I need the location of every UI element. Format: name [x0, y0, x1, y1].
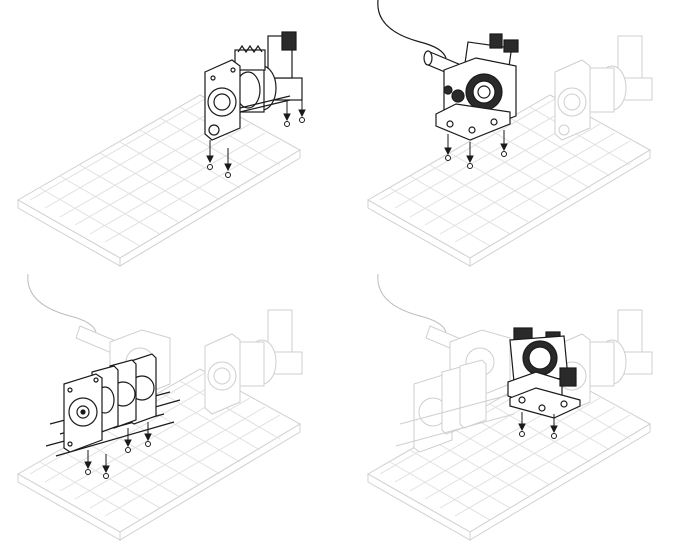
step-4-panel [350, 274, 700, 548]
step-3-panel [0, 274, 350, 548]
breadboard-plate [366, 368, 652, 541]
breadboard-plate [16, 94, 302, 267]
step-1-illustration [16, 31, 306, 267]
mounting-screws [444, 130, 508, 169]
step-1-panel [0, 0, 350, 274]
step-2-illustration [366, 0, 653, 267]
laser-mount-part [204, 31, 303, 141]
mirror-mount-part [507, 327, 581, 419]
mounting-screws [206, 96, 306, 178]
mounting-screws [84, 422, 152, 479]
step-4-illustration [366, 274, 653, 541]
step-2-panel [350, 0, 700, 274]
mounting-screws [518, 412, 558, 439]
breadboard-plate [16, 368, 302, 541]
fiber-collimator-part [423, 33, 519, 141]
breadboard-plate [366, 94, 652, 267]
fiber-cable [377, 0, 447, 59]
lens-cage-assembly [45, 353, 181, 457]
previous-laser-mount-ghost [554, 35, 653, 141]
step-3-illustration [16, 274, 303, 541]
